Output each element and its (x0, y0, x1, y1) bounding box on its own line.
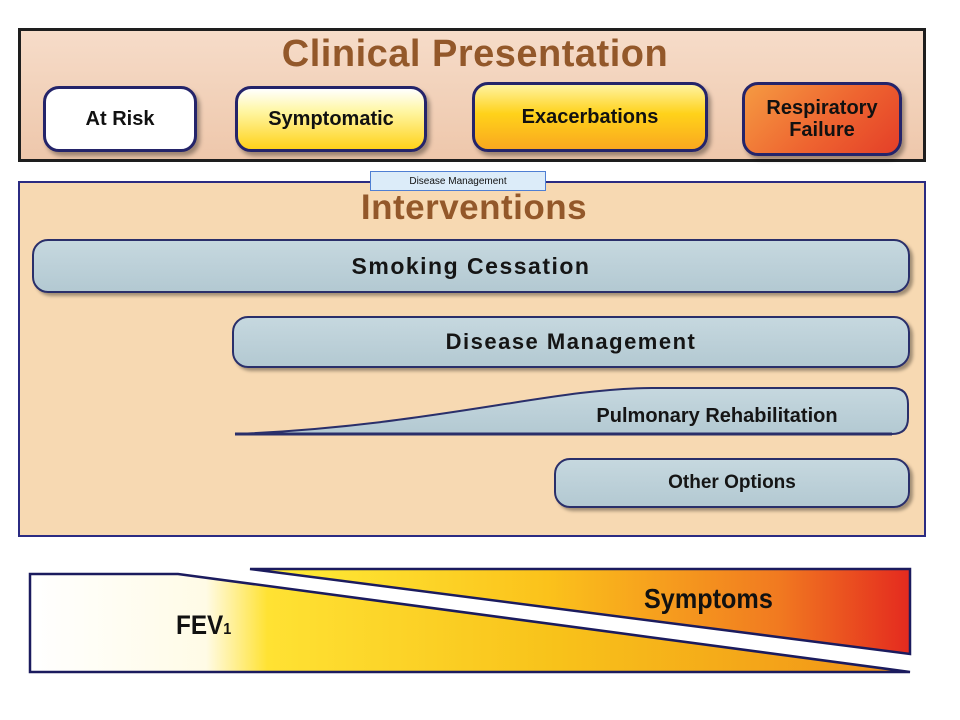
pulmonary-rehabilitation-wedge (234, 387, 909, 436)
interventions-panel: Interventions Smoking Cessation Disease … (18, 181, 926, 537)
interventions-title: Interventions (360, 188, 588, 227)
clinical-presentation-panel: Clinical Presentation At Risk Symptomati… (18, 28, 926, 162)
stage-symptomatic: Symptomatic (235, 86, 427, 152)
stage-exacerbations: Exacerbations (472, 82, 708, 152)
intervention-pulmonary-rehabilitation-label: Pulmonary Rehabilitation (596, 405, 838, 427)
fev1-label: FEV1 (176, 610, 231, 641)
fev-label-subscript: 1 (223, 621, 232, 638)
clinical-presentation-title: Clinical Presentation (281, 33, 669, 75)
symptoms-label: Symptoms (644, 583, 773, 614)
disease-progression-graphic (28, 567, 912, 674)
intervention-other-options: Other Options (554, 458, 910, 508)
stage-respiratory-failure: Respiratory Failure (742, 82, 902, 156)
intervention-disease-management: Disease Management (232, 316, 910, 368)
stage-respiratory-failure-label: Respiratory Failure (766, 97, 878, 141)
symptoms-wedge (249, 567, 912, 656)
fev-label-text: FEV (176, 610, 224, 640)
intervention-smoking-cessation: Smoking Cessation (32, 239, 910, 293)
fev1-wedge (28, 572, 911, 674)
disease-management-tooltip: Disease Management (370, 171, 546, 191)
stage-at-risk: At Risk (43, 86, 197, 152)
